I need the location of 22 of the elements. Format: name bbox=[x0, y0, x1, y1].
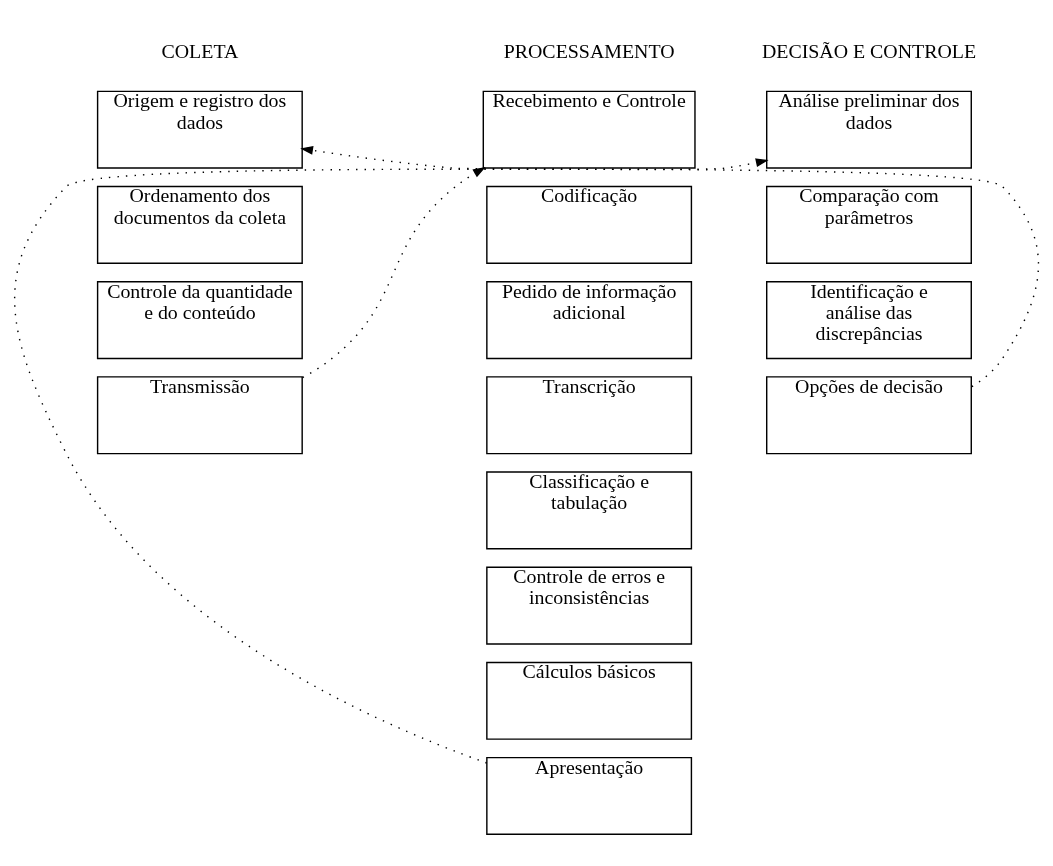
node-box: Controle de erros e inconsistências bbox=[486, 566, 693, 645]
node-box: Controle da quantidade e do conteúdo bbox=[96, 281, 303, 360]
label: PROCESSAMENTO bbox=[503, 39, 675, 62]
node-box: Opções de decisão bbox=[766, 376, 972, 455]
node-box: Identificação e análise das discrepâncias bbox=[766, 281, 972, 360]
label: DECISÃO E CONTROLE bbox=[761, 39, 977, 62]
node-box: Transcrição bbox=[486, 376, 693, 455]
node-box: Análise preliminar dos dados bbox=[766, 90, 972, 169]
node-box: Ordenamento dos documentos da coleta bbox=[96, 185, 303, 264]
arrow bbox=[14, 158, 769, 764]
node-box: Codificação bbox=[486, 185, 693, 264]
node-box: Origem e registro dos dados bbox=[96, 90, 303, 169]
node-box: Apresentação bbox=[486, 756, 693, 836]
node-box: Classificação e tabulação bbox=[486, 471, 693, 550]
arrow bbox=[301, 167, 486, 379]
arrow bbox=[300, 145, 1040, 388]
node-box: Transmissão bbox=[96, 376, 303, 455]
node-box: Pedido de informação adicional bbox=[486, 281, 693, 360]
label: COLETA bbox=[161, 39, 239, 62]
node-box: Recebimento e Controle bbox=[482, 90, 696, 169]
node-box: Comparação com parâmetros bbox=[766, 185, 972, 264]
node-box: Cálculos básicos bbox=[486, 661, 693, 740]
